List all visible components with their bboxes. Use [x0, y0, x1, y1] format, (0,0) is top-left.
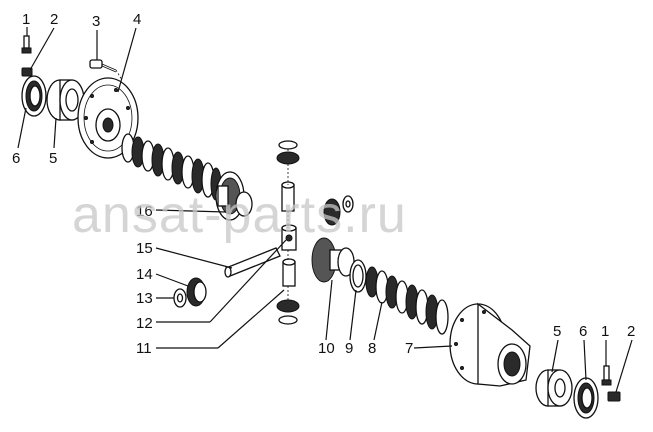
bolt-part-1-left: [21, 35, 32, 54]
callout-6-left: 6: [12, 150, 20, 167]
callout-14: 14: [136, 266, 153, 283]
watermark-text: ansat-parts.ru: [72, 186, 407, 244]
callout-labels: 1 2 3 4 6 5 16 15 14 13 12 11 10 9 8 7 5…: [12, 11, 635, 357]
callout-2-right: 2: [627, 323, 635, 340]
bearing-part-5-right: [535, 369, 573, 407]
bolt-part-3: [89, 59, 123, 81]
lock-plate-part-2-left: [21, 67, 33, 77]
callout-1-right: 1: [601, 323, 609, 340]
bearing-ring-part-6-right: [573, 377, 599, 419]
thrust-washer-part-13: [173, 288, 187, 308]
bearing-ring-part-6-left: [21, 75, 47, 117]
pinion-gear-upper-right: [323, 195, 354, 226]
center-shaft-stack: [276, 140, 300, 325]
callout-10: 10: [318, 340, 335, 357]
callout-12: 12: [136, 315, 153, 332]
clutch-disc-pack-part-8-right: [365, 266, 449, 335]
callout-9: 9: [345, 340, 353, 357]
bolt-part-1-right: [601, 365, 612, 386]
lock-plate-part-2-right: [607, 391, 621, 402]
callout-16: 16: [136, 203, 153, 220]
callout-5-left: 5: [49, 150, 57, 167]
callout-7: 7: [405, 340, 413, 357]
callout-15: 15: [136, 240, 153, 257]
callout-13: 13: [136, 290, 153, 307]
pinion-gear-part-14: [186, 277, 207, 307]
side-gear-part-10-right: [311, 237, 355, 283]
differential-housing-part-7: [449, 302, 531, 387]
callout-11: 11: [136, 340, 152, 357]
callout-1-top-left: 1: [22, 11, 30, 28]
callout-5-right: 5: [553, 323, 561, 340]
bearing-part-5-left: [46, 79, 85, 121]
callout-8: 8: [368, 340, 376, 357]
spacer-ring-part-9: [349, 259, 367, 293]
callout-2-top-left: 2: [50, 11, 58, 28]
housing-cover-part-4: [77, 77, 139, 159]
pinion-shaft-part-15: [224, 247, 281, 278]
side-gear-part-16-left: [215, 171, 253, 221]
callout-3: 3: [92, 13, 100, 30]
callout-6-right: 6: [579, 323, 587, 340]
leader-lines: [17, 27, 633, 393]
callout-4: 4: [133, 11, 141, 28]
